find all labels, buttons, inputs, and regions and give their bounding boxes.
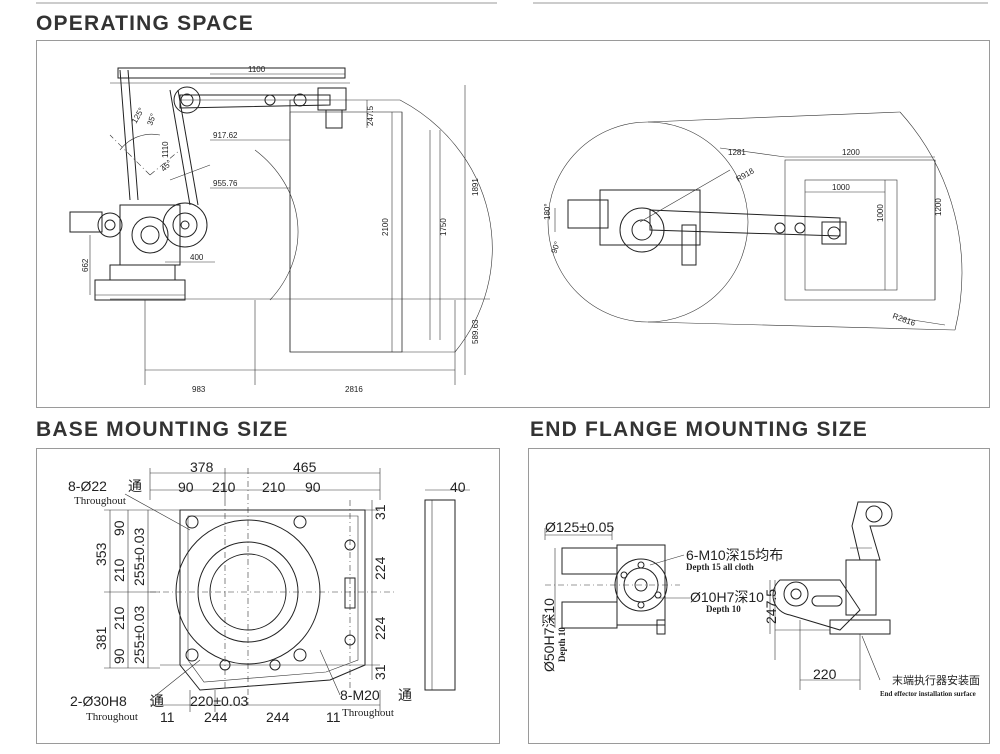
base-mounting-drawing: 8-Ø22 通 Throughout 378 465 90 210 210 90…	[68, 459, 470, 725]
dim-d125: Ø125±0.05	[545, 519, 614, 535]
dim-378: 378	[190, 459, 214, 475]
label-depth-15: Depth 15 all cloth	[686, 562, 754, 572]
dim-2100: 2100	[381, 218, 390, 236]
dim-1000-right: 1000	[876, 204, 885, 222]
label-d10h7: Ø10H7深10	[690, 589, 764, 605]
dim-1100: 1100	[248, 65, 266, 74]
dim-224-right-a: 224	[372, 556, 388, 580]
dim-1281: 1281	[728, 148, 746, 157]
angle-180: 180°	[543, 203, 552, 220]
label-en-install-surface: End effector installation surface	[880, 690, 976, 698]
base-mounting-panel	[36, 448, 500, 744]
label-tong-3: 通	[398, 687, 412, 703]
dim-210-b: 210	[262, 479, 286, 495]
dim-210-left-b: 210	[111, 606, 127, 630]
top-view-drawing: 1281 1200 1000 1000 1200 R918 180° 90° R…	[543, 111, 963, 331]
label-2-pins-30: 2-Ø30H8	[70, 693, 127, 709]
label-8-m20: 8-M20	[340, 687, 380, 703]
label-throughout-3: Throughout	[342, 707, 394, 719]
dim-983: 983	[192, 385, 206, 394]
dim-247-5-flange: 247.5	[763, 589, 779, 624]
dim-31-right-a: 31	[372, 504, 388, 520]
angle-45: 45°	[159, 158, 174, 173]
dim-662: 662	[81, 258, 90, 272]
label-depth-10-b: Depth 10	[557, 627, 567, 662]
label-throughout-1: Throughout	[74, 495, 126, 507]
dim-90-left-a: 90	[111, 520, 127, 536]
dim-220-flange: 220	[813, 666, 837, 682]
dim-353: 353	[93, 542, 109, 566]
label-throughout-2: Throughout	[86, 711, 138, 723]
dim-2816: 2816	[345, 385, 363, 394]
dim-40: 40	[450, 479, 466, 495]
dim-955-76: 955.76	[213, 179, 238, 188]
dim-1200-top: 1200	[842, 148, 860, 157]
dim-255-left-b: 255±0.03	[131, 605, 147, 664]
dim-465: 465	[293, 459, 317, 475]
label-cn-install-surface: 末端执行器安装面	[892, 673, 980, 687]
dim-224-right-b: 224	[372, 616, 388, 640]
side-view-drawing: 1100 917.62 955.76 1110 247.5 2100 1750 …	[69, 65, 493, 394]
dim-R918: R918	[735, 166, 757, 184]
end-flange-drawing: Ø125±0.05 6-M10深15均布 Depth 15 all cloth …	[541, 501, 980, 698]
dim-1200-right: 1200	[934, 198, 943, 216]
label-6-m10: 6-M10深15均布	[686, 547, 783, 563]
dim-917-62: 917.62	[213, 131, 238, 140]
dim-90-a: 90	[178, 479, 194, 495]
label-tong-2: 通	[150, 693, 164, 709]
dim-1750: 1750	[439, 218, 448, 236]
dim-381: 381	[93, 626, 109, 650]
label-d50h7: Ø50H7深10	[541, 598, 557, 672]
dim-1000-top: 1000	[832, 183, 850, 192]
dim-210-left-a: 210	[111, 558, 127, 582]
dim-90-left-b: 90	[111, 648, 127, 664]
dim-31-right-b: 31	[372, 664, 388, 680]
heading-end-flange-mounting-size: END FLANGE MOUNTING SIZE	[530, 418, 868, 441]
dim-255-left-a: 255±0.03	[131, 527, 147, 586]
dim-R2816: R2816	[891, 311, 917, 328]
dim-247-5: 247.5	[366, 105, 375, 126]
angle-35: 35°	[145, 112, 158, 126]
dim-589-63: 589.63	[471, 319, 480, 344]
angle-125: 125°	[130, 106, 146, 125]
end-flange-panel	[528, 448, 990, 744]
dim-244-b: 244	[266, 709, 290, 725]
dim-90-b: 90	[305, 479, 321, 495]
dim-210-a: 210	[212, 479, 236, 495]
dim-11-b: 11	[326, 709, 341, 725]
dim-1110: 1110	[161, 141, 170, 158]
heading-base-mounting-size: BASE MOUNTING SIZE	[36, 418, 289, 441]
label-tong-1: 通	[128, 478, 142, 494]
label-8-holes-22: 8-Ø22	[68, 478, 107, 494]
dim-220: 220±0.03	[190, 693, 249, 709]
operating-space-panel	[36, 40, 990, 408]
dim-244-a: 244	[204, 709, 228, 725]
dim-400: 400	[190, 253, 204, 262]
heading-operating-space: OPERATING SPACE	[36, 12, 254, 35]
label-depth-10: Depth 10	[706, 604, 741, 614]
angle-90: 90°	[549, 240, 562, 254]
dim-11-a: 11	[160, 709, 175, 725]
dim-1891: 1891	[471, 178, 480, 196]
